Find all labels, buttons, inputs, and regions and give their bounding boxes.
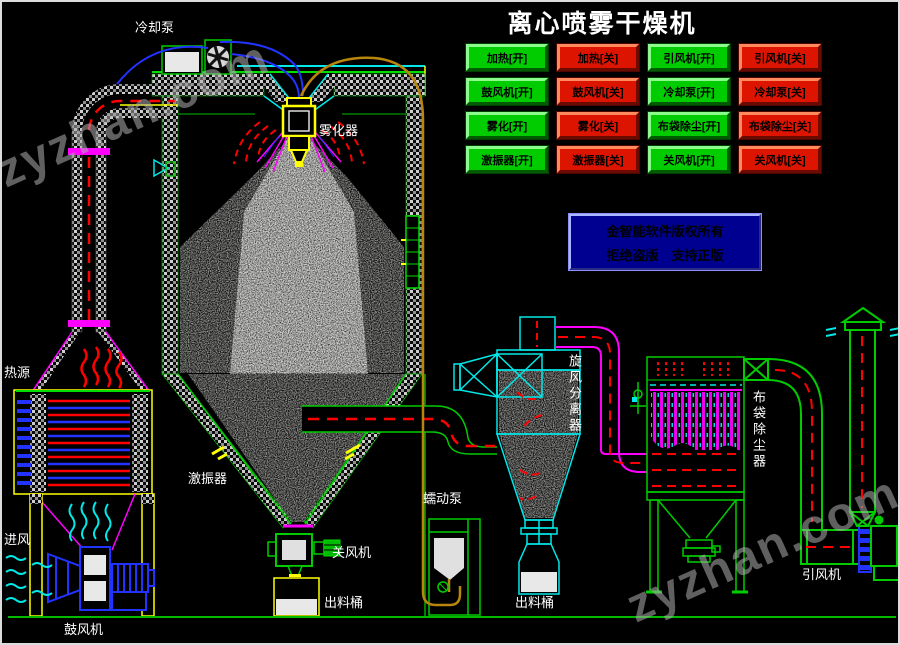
label-discharge-bucket-right: 出料桶 (515, 595, 555, 610)
heat-off-button[interactable]: 加热[关] (557, 44, 639, 71)
heater (13, 389, 153, 495)
cooling-pump-off-button[interactable]: 冷却泵[关] (739, 78, 821, 105)
bag-filter-off-button[interactable]: 布袋除尘[关] (739, 112, 821, 139)
rotary-valve-device (267, 533, 341, 577)
vibrator-on-button[interactable]: 激振器[开] (466, 146, 548, 173)
rotary-valve-off-button[interactable]: 关风机[关] (739, 146, 821, 173)
label-atomizer: 雾化器 (319, 123, 359, 138)
discharge-bucket-left (273, 577, 320, 617)
outlet-duct (302, 405, 497, 463)
blower-off-button[interactable]: 鼓风机[关] (557, 78, 639, 105)
cooling-water-pipes (116, 40, 304, 99)
heat-on-button[interactable]: 加热[开] (466, 44, 548, 71)
blower-on-button[interactable]: 鼓风机[开] (466, 78, 548, 105)
draft-fan-on-button[interactable]: 引风机[开] (648, 44, 730, 71)
blower-assembly (5, 493, 155, 617)
drying-tower (120, 65, 426, 616)
cooling-pump (116, 39, 304, 99)
bag-filter (630, 356, 748, 594)
label-peristaltic-pump: 蠕动泵 (423, 491, 463, 506)
inlet-air-duct (31, 84, 178, 393)
label-discharge-bucket-left: 出料桶 (324, 595, 364, 610)
atomizer-device (233, 95, 365, 173)
draft-fan-off-button[interactable]: 引风机[关] (739, 44, 821, 71)
peristaltic-pump (421, 518, 481, 616)
exhaust-stack-assembly (743, 306, 898, 581)
label-blower: 鼓风机 (64, 622, 104, 637)
cyclone-separator (453, 316, 582, 595)
feed-pipe (299, 56, 425, 592)
copyright-notice: 金智能软件版权所有 拒绝盗版 支持正版 (568, 213, 762, 271)
copyright-line1: 金智能软件版权所有 (606, 224, 724, 239)
label-vibrator: 激振器 (188, 471, 228, 486)
page-title: 离心喷雾干燥机 (507, 10, 697, 38)
rotary-valve-on-button[interactable]: 关风机[开] (648, 146, 730, 173)
label-bag-filter: 布袋除尘器 (751, 390, 766, 470)
spray-arcs (233, 121, 365, 165)
cyclone-exhaust-pipe (555, 326, 650, 473)
atomize-off-button[interactable]: 雾化[关] (557, 112, 639, 139)
label-air-inlet: 进风 (4, 532, 31, 547)
vibrator-off-button[interactable]: 激振器[关] (557, 146, 639, 173)
label-induced-draft-fan: 引风机 (802, 567, 842, 582)
label-cyclone: 旋风分离器 (567, 354, 582, 434)
label-heat-source: 热源 (4, 365, 31, 380)
control-button-grid: 加热[开] 加热[关] 引风机[开] 引风机[关] 鼓风机[开] 鼓风机[关] … (466, 44, 821, 173)
label-rotary-valve: 关风机 (332, 545, 372, 560)
copyright-line2: 拒绝盗版 支持正版 (606, 248, 724, 263)
cooling-pump-on-button[interactable]: 冷却泵[开] (648, 78, 730, 105)
atomize-on-button[interactable]: 雾化[开] (466, 112, 548, 139)
label-cooling-pump: 冷却泵 (135, 20, 175, 35)
bag-filter-on-button[interactable]: 布袋除尘[开] (648, 112, 730, 139)
sight-glass (401, 215, 420, 289)
